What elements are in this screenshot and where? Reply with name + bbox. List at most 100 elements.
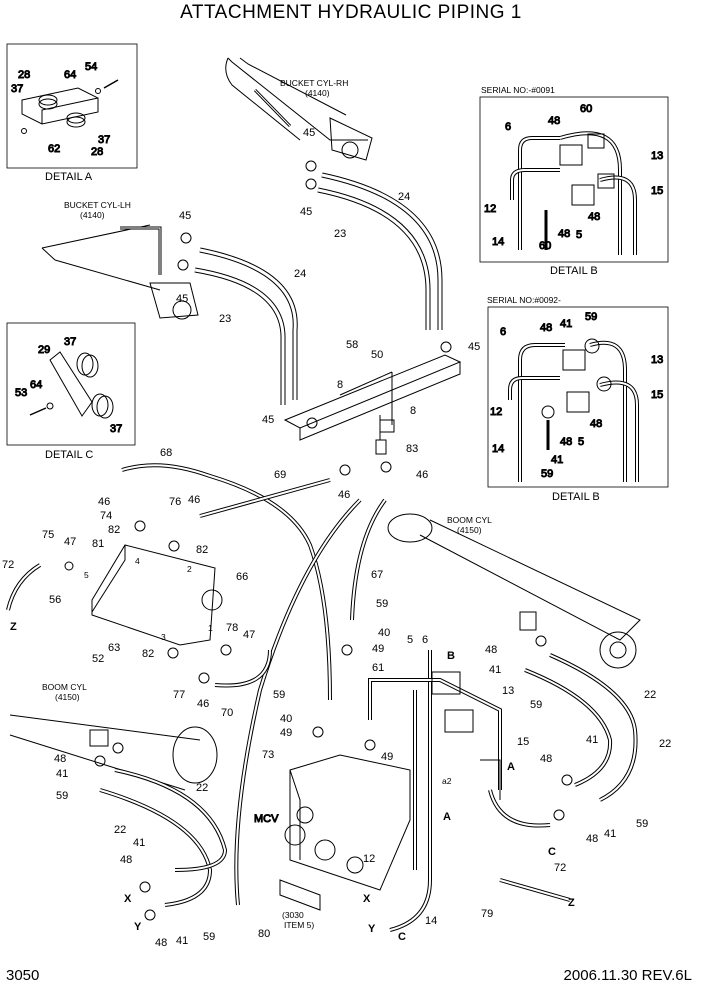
detail-b-early-60: 60 [580,103,592,115]
callout-59: 59 [530,699,542,711]
detail-b-early-13: 13 [651,150,663,162]
callout-49: 49 [280,727,292,739]
block-port-1: 1 [208,623,213,633]
port-letter-a-mcv: A [443,811,451,823]
detail-b-late-13: 13 [651,354,663,366]
detail-a-callout-37: 37 [11,83,23,95]
page-title: ATTACHMENT HYDRAULIC PIPING 1 [180,2,522,23]
callout-8: 8 [410,405,416,417]
callout-56: 56 [49,594,61,606]
callout-47: 47 [64,536,76,548]
callout-45: 45 [300,206,312,218]
callout-12: 12 [363,853,375,865]
detail-b-early-14: 14 [492,236,504,248]
block-port-3: 3 [161,632,166,642]
detail-b-late-59: 59 [585,311,597,323]
callout-40: 40 [280,713,292,725]
port-letter-y-mcv: Y [368,923,376,935]
callout-22: 22 [114,824,126,836]
callout-24: 24 [398,191,410,203]
callout-79: 79 [481,908,493,920]
bucket-cylinder-rh: BUCKET CYL-RH (4140) [225,57,373,161]
long-hoses [6,463,387,906]
detail-c-53: 53 [15,387,27,399]
callout-82: 82 [142,648,154,660]
detail-b-early-5: 5 [576,229,582,241]
detail-c-37: 37 [64,336,76,348]
valve-block-66: 4 2 5 1 3 [84,544,223,646]
detail-b-late-41b: 41 [551,454,563,466]
detail-b-late-6: 6 [500,326,506,338]
callout-45: 45 [179,210,191,222]
callout-80: 80 [258,928,270,940]
detail-b-late-48c: 48 [560,436,572,448]
detail-a-callout-28: 28 [18,69,30,81]
callout-41: 41 [56,768,68,780]
block-port-5: 5 [84,570,89,580]
boom-cylinder-right: BOOM CYL (4150) [387,513,641,669]
callout-22: 22 [196,782,208,794]
detail-b-late: SERIAL NO:#0092- 59 6 48 41 13 15 12 48 … [487,295,669,503]
callout-48: 48 [120,854,132,866]
detail-c-64: 64 [30,379,42,391]
callout-59: 59 [376,598,388,610]
detail-a-callout-64: 64 [64,69,76,81]
detail-c-37b: 37 [110,423,122,435]
callout-74: 74 [100,510,112,522]
callout-48: 48 [54,753,66,765]
detail-b-early-48c: 48 [558,228,570,240]
callout-81: 81 [92,538,104,550]
callout-14: 14 [425,915,437,927]
callout-22: 22 [644,689,656,701]
callout-41: 41 [489,664,501,676]
callout-82: 82 [108,524,120,536]
callout-22: 22 [659,738,671,750]
detail-b-late-12: 12 [490,406,502,418]
detail-b-early-60b: 60 [539,240,551,252]
callout-61: 61 [372,662,384,674]
callout-41: 41 [133,837,145,849]
detail-b-early: SERIAL NO:-#0091 60 6 48 13 15 12 5 48 4… [479,85,669,277]
callout-69: 69 [274,469,286,481]
detail-b-late-41: 41 [560,318,572,330]
callout-77: 77 [173,689,185,701]
detail-b-late-48: 48 [540,322,552,334]
port-letters: B A a2 A C Z Z X Y X Y C [10,621,575,943]
detail-c-caption: DETAIL C [45,449,93,461]
callout-46: 46 [416,469,428,481]
detail-b-late-caption: DETAIL B [552,491,600,503]
page-number: 3050 [6,967,40,984]
bucket-lh-label: BUCKET CYL-LH [64,200,131,210]
block-port-2: 2 [187,564,192,574]
callout-66: 66 [236,571,248,583]
callout-48: 48 [586,833,598,845]
detail-b-late-15: 15 [651,389,663,401]
port-letter-a2: a2 [442,776,452,786]
detail-a-callout-37b: 37 [98,134,110,146]
mcv-label: MCV [254,813,279,825]
bucket-rh-label: BUCKET CYL-RH [280,78,348,88]
callouts: 45 45 24 23 45 45 24 23 58 50 45 8 45 8 … [2,127,671,949]
detail-a-caption: DETAIL A [45,171,93,183]
callout-45: 45 [468,341,480,353]
callout-45: 45 [262,414,274,426]
revision-stamp: 2006.11.30 REV.6L [563,967,692,984]
boom-left-label: BOOM CYL [42,682,87,692]
detail-b-early-serial: SERIAL NO:-#0091 [481,85,555,95]
detail-a-callout-54: 54 [85,61,97,73]
boom-cylinder-left: BOOM CYL (4150) [9,682,218,791]
callout-52: 52 [92,653,104,665]
callout-72: 72 [554,862,566,874]
port-letter-c-mcv: C [398,931,406,943]
callout-46: 46 [188,494,200,506]
callout-24: 24 [294,268,306,280]
callout-72: 72 [2,559,14,571]
callout-47: 47 [243,629,255,641]
callout-6: 6 [422,634,428,646]
callout-63: 63 [108,642,120,654]
callout-59: 59 [203,931,215,943]
callout-70: 70 [221,707,233,719]
callout-45: 45 [176,293,188,305]
